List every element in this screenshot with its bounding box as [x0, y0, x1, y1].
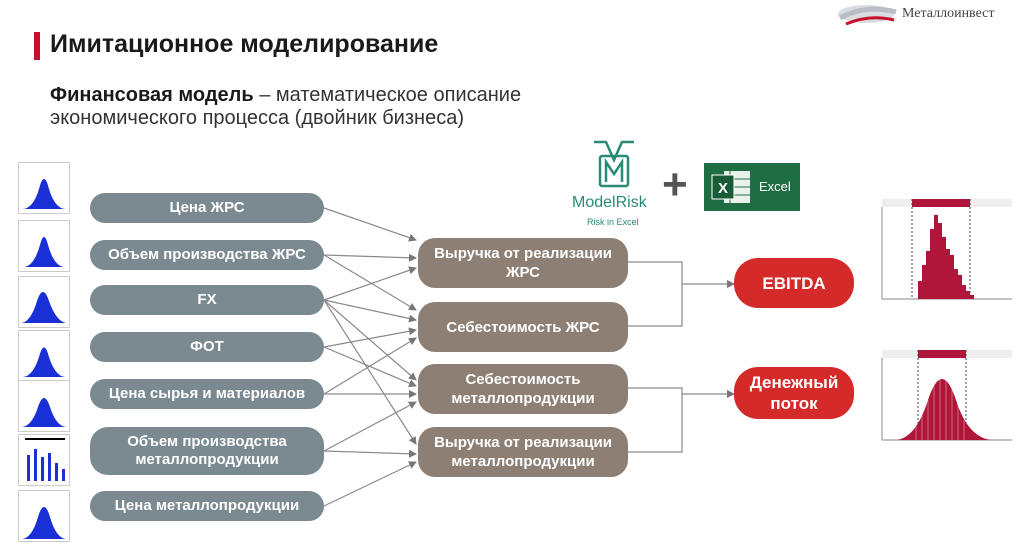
distribution-thumbnail	[18, 434, 70, 486]
calc-iron-ore-revenue: Выручка от реализации ЖРС	[418, 238, 628, 288]
distribution-thumbnail	[18, 162, 70, 214]
distribution-thumbnail	[18, 330, 70, 382]
excel-logo-icon: X	[711, 171, 750, 203]
distribution-thumbnail	[18, 276, 70, 328]
excel-label: Excel	[759, 179, 791, 194]
ebitda-histogram	[866, 193, 1016, 313]
pill-label: EBITDA	[762, 273, 826, 293]
page-title: Имитационное моделирование	[50, 30, 439, 58]
distribution-thumbnail	[18, 380, 70, 432]
plus-icon: +	[662, 160, 688, 209]
excel-letter: X	[718, 180, 728, 197]
input-payroll: ФОТ	[90, 332, 324, 362]
definition-text: – математическое описание экономического…	[50, 84, 522, 129]
pill-label: Себестоимость металлопродукции	[451, 371, 595, 407]
pill-label: ФОТ	[190, 338, 224, 355]
input-iron-ore-volume: Объем производства ЖРС	[90, 240, 324, 270]
input-fx: FX	[90, 285, 324, 315]
definition-term: Финансовая модель	[50, 84, 254, 106]
input-materials-price: Цена сырья и материалов	[90, 379, 324, 409]
pill-label: Выручка от реализации ЖРС	[434, 245, 612, 281]
pill-label: Объем производства металлопродукции	[127, 433, 287, 468]
output-ebitda: EBITDA	[734, 258, 854, 308]
pill-label: Цена металлопродукции	[114, 497, 300, 514]
pill-label: Выручка от реализации металлопродукции	[434, 434, 612, 470]
calc-iron-ore-cost: Себестоимость ЖРС	[418, 302, 628, 352]
modelrisk-tagline: Risk in Excel	[587, 217, 639, 227]
cash-flow-histogram	[866, 344, 1016, 456]
company-logo-text: Металлоинвест	[902, 6, 995, 21]
input-metal-price: Цена металлопродукции	[90, 491, 324, 521]
input-metal-volume: Объем производства металлопродукции	[90, 427, 324, 475]
calc-metal-cost: Себестоимость металлопродукции	[418, 364, 628, 414]
input-iron-ore-price: Цена ЖРС	[90, 193, 324, 223]
company-logo-icon	[838, 5, 897, 26]
modelrisk-name: ModelRisk	[572, 194, 647, 211]
pill-label: Цена ЖРС	[169, 199, 245, 216]
distribution-thumbnail	[18, 490, 70, 542]
distribution-thumbnail	[18, 220, 70, 272]
pill-label: Цена сырья и материалов	[108, 385, 306, 402]
title-accent-bar	[34, 32, 40, 60]
output-cash-flow: Денежный поток	[734, 367, 854, 419]
pill-label: Объем производства ЖРС	[108, 246, 306, 263]
model-definition: Финансовая модель – математическое описа…	[50, 84, 610, 130]
modelrisk-logo-icon	[594, 140, 634, 188]
calc-metal-revenue: Выручка от реализации металлопродукции	[418, 427, 628, 477]
pill-label: Денежный поток	[749, 373, 839, 413]
pill-label: Себестоимость ЖРС	[446, 318, 600, 336]
pill-label: FX	[197, 291, 217, 308]
